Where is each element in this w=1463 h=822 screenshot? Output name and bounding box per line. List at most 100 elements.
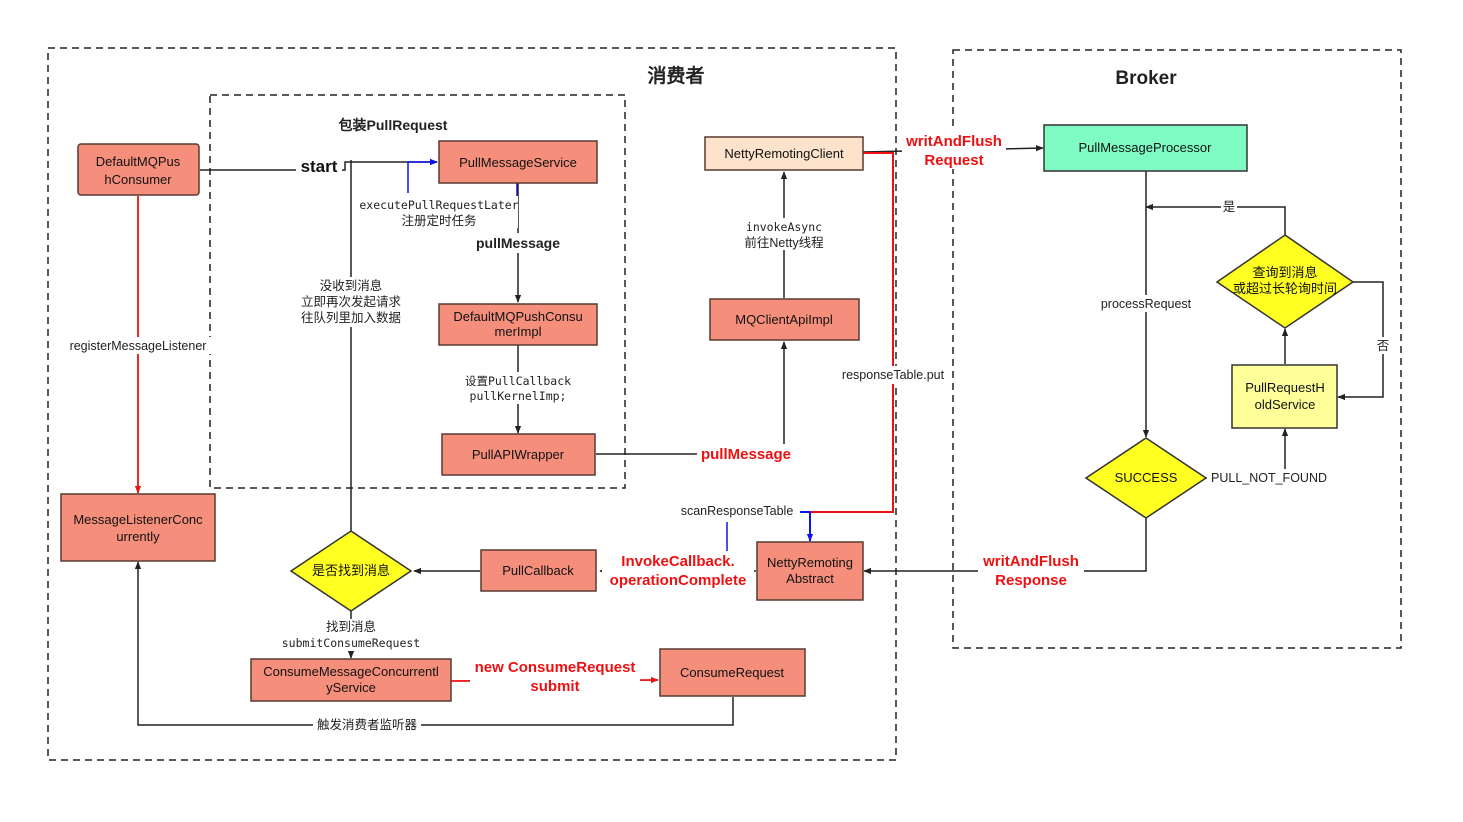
edge-trigger-listener <box>134 561 734 726</box>
label-new-consume-request: new ConsumeRequest submit <box>470 657 640 695</box>
label-trigger-listener: 触发消费者监听器 <box>313 716 421 733</box>
svg-text:查询到消息: 查询到消息 <box>1252 265 1317 280</box>
svg-text:PULL_NOT_FOUND: PULL_NOT_FOUND <box>1211 471 1327 485</box>
svg-text:Abstract: Abstract <box>786 571 834 586</box>
node-found-decision[interactable]: 是否找到消息 <box>289 530 413 612</box>
svg-text:DefaultMQPushConsu: DefaultMQPushConsu <box>453 309 582 324</box>
label-start: start <box>296 154 342 176</box>
svg-text:writAndFlush: writAndFlush <box>905 133 1002 150</box>
node-netty-remoting-client[interactable]: NettyRemotingClient <box>704 136 864 171</box>
svg-text:start: start <box>301 157 338 176</box>
svg-text:往队列里加入数据: 往队列里加入数据 <box>301 310 401 325</box>
node-netty-remoting-abstract[interactable]: NettyRemoting Abstract <box>756 541 864 601</box>
svg-text:找到消息: 找到消息 <box>326 619 376 634</box>
node-pull-request-hold-service[interactable]: PullRequestH oldService <box>1231 364 1338 429</box>
svg-text:Request: Request <box>924 152 983 169</box>
svg-text:或超过长轮询时间: 或超过长轮询时间 <box>1233 281 1337 296</box>
svg-text:pullKernelImp;: pullKernelImp; <box>470 389 567 403</box>
svg-text:PullRequestH: PullRequestH <box>1245 380 1325 395</box>
svg-text:NettyRemoting: NettyRemoting <box>767 555 853 570</box>
svg-text:是: 是 <box>1223 200 1236 214</box>
svg-text:executePullRequestLater: executePullRequestLater <box>359 198 518 212</box>
node-pull-message-service[interactable]: PullMessageService <box>438 140 598 184</box>
svg-text:invokeAsync: invokeAsync <box>746 220 822 234</box>
svg-text:merImpl: merImpl <box>495 324 542 339</box>
svg-text:pullMessage: pullMessage <box>701 446 791 463</box>
label-yes: 是 <box>1221 199 1237 215</box>
edge-writ-and-flush-response <box>863 518 1147 575</box>
svg-text:设置PullCallback: 设置PullCallback <box>465 374 571 388</box>
svg-text:DefaultMQPus: DefaultMQPus <box>96 154 181 169</box>
svg-text:前往Netty线程: 前往Netty线程 <box>744 235 824 250</box>
label-execute-later: executePullRequestLater 注册定时任务 <box>359 196 519 228</box>
label-register-listener: registerMessageListener <box>64 337 212 354</box>
svg-text:否: 否 <box>1377 339 1390 353</box>
svg-text:注册定时任务: 注册定时任务 <box>401 213 476 228</box>
label-found-submit: 找到消息 submitConsumeRequest <box>282 619 420 651</box>
svg-text:processRequest: processRequest <box>1101 297 1192 311</box>
node-pull-message-processor[interactable]: PullMessageProcessor <box>1043 124 1248 172</box>
label-process-request: processRequest <box>1096 295 1196 312</box>
label-response-table-put: responseTable.put <box>837 366 949 384</box>
svg-text:submit: submit <box>530 678 579 695</box>
svg-text:oldService: oldService <box>1255 397 1316 412</box>
node-query-decision[interactable]: 查询到消息 或超过长轮询时间 <box>1215 234 1355 329</box>
node-message-listener-concurrently[interactable]: MessageListenerConc urrently <box>60 493 216 562</box>
svg-text:ConsumeRequest: ConsumeRequest <box>680 665 784 680</box>
svg-text:responseTable.put: responseTable.put <box>842 368 945 382</box>
svg-text:PullAPIWrapper: PullAPIWrapper <box>472 447 565 462</box>
node-pull-api-wrapper[interactable]: PullAPIWrapper <box>441 433 596 476</box>
node-pull-callback[interactable]: PullCallback <box>480 549 597 592</box>
consumer-title: 消费者 <box>647 64 704 87</box>
svg-text:ConsumeMessageConcurrentl: ConsumeMessageConcurrentl <box>263 664 439 679</box>
svg-text:PullMessageService: PullMessageService <box>459 155 577 170</box>
edge-pull-message-red <box>596 341 788 455</box>
svg-text:yService: yService <box>326 680 376 695</box>
broker-container: Broker <box>952 49 1402 649</box>
edge-start <box>200 158 438 171</box>
label-not-received: 没收到消息 立即再次发起请求 往队列里加入数据 <box>296 277 408 327</box>
node-default-push-consumer-impl[interactable]: DefaultMQPushConsu merImpl <box>438 303 598 346</box>
edge-yes <box>1145 203 1286 235</box>
svg-text:hConsumer: hConsumer <box>104 172 172 187</box>
svg-text:urrently: urrently <box>116 529 160 544</box>
svg-text:MQClientApiImpl: MQClientApiImpl <box>735 312 833 327</box>
svg-text:是否找到消息: 是否找到消息 <box>312 563 390 578</box>
svg-text:立即再次发起请求: 立即再次发起请求 <box>301 294 402 309</box>
pull-request-wrap-container: 包装PullRequest <box>209 94 626 489</box>
svg-text:MessageListenerConc: MessageListenerConc <box>73 512 203 527</box>
node-consume-request[interactable]: ConsumeRequest <box>659 648 806 697</box>
svg-text:scanResponseTable: scanResponseTable <box>681 504 794 518</box>
label-invoke-callback: InvokeCallback. operationComplete <box>602 551 754 589</box>
pull-request-wrap-title: 包装PullRequest <box>339 117 448 133</box>
label-scan-response-table: scanResponseTable <box>676 503 800 520</box>
svg-text:writAndFlush: writAndFlush <box>982 553 1079 570</box>
broker-title: Broker <box>1115 68 1177 89</box>
svg-text:submitConsumeRequest: submitConsumeRequest <box>282 636 420 650</box>
svg-text:PullMessageProcessor: PullMessageProcessor <box>1079 140 1213 155</box>
label-set-callback: 设置PullCallback pullKernelImp; <box>460 372 576 404</box>
svg-text:PullCallback: PullCallback <box>502 563 574 578</box>
node-consume-message-concurrently-service[interactable]: ConsumeMessageConcurrentl yService <box>250 658 452 702</box>
label-invoke-async: invokeAsync 前往Netty线程 <box>738 218 830 250</box>
svg-text:new ConsumeRequest: new ConsumeRequest <box>475 659 636 676</box>
node-success-decision[interactable]: SUCCESS <box>1084 437 1208 519</box>
label-pull-not-found: PULL_NOT_FOUND <box>1207 469 1331 486</box>
svg-text:NettyRemotingClient: NettyRemotingClient <box>724 146 844 161</box>
svg-text:Response: Response <box>995 572 1067 589</box>
edge-response-table-put <box>810 152 894 513</box>
consumer-container: 消费者 <box>47 47 897 761</box>
label-pull-message-red: pullMessage <box>697 444 795 464</box>
svg-text:没收到消息: 没收到消息 <box>320 278 383 293</box>
node-default-push-consumer[interactable]: DefaultMQPus hConsumer <box>77 143 200 196</box>
svg-text:pullMessage: pullMessage <box>476 235 560 251</box>
label-writ-and-flush-response: writAndFlush Response <box>978 551 1084 589</box>
svg-text:registerMessageListener: registerMessageListener <box>70 339 207 353</box>
svg-text:InvokeCallback.: InvokeCallback. <box>621 553 734 570</box>
label-writ-and-flush-request: writAndFlush Request <box>902 131 1006 169</box>
svg-text:operationComplete: operationComplete <box>610 572 747 589</box>
node-mq-client-api-impl[interactable]: MQClientApiImpl <box>709 298 860 341</box>
svg-text:SUCCESS: SUCCESS <box>1115 470 1178 485</box>
label-pull-message-bold: pullMessage <box>470 233 566 253</box>
